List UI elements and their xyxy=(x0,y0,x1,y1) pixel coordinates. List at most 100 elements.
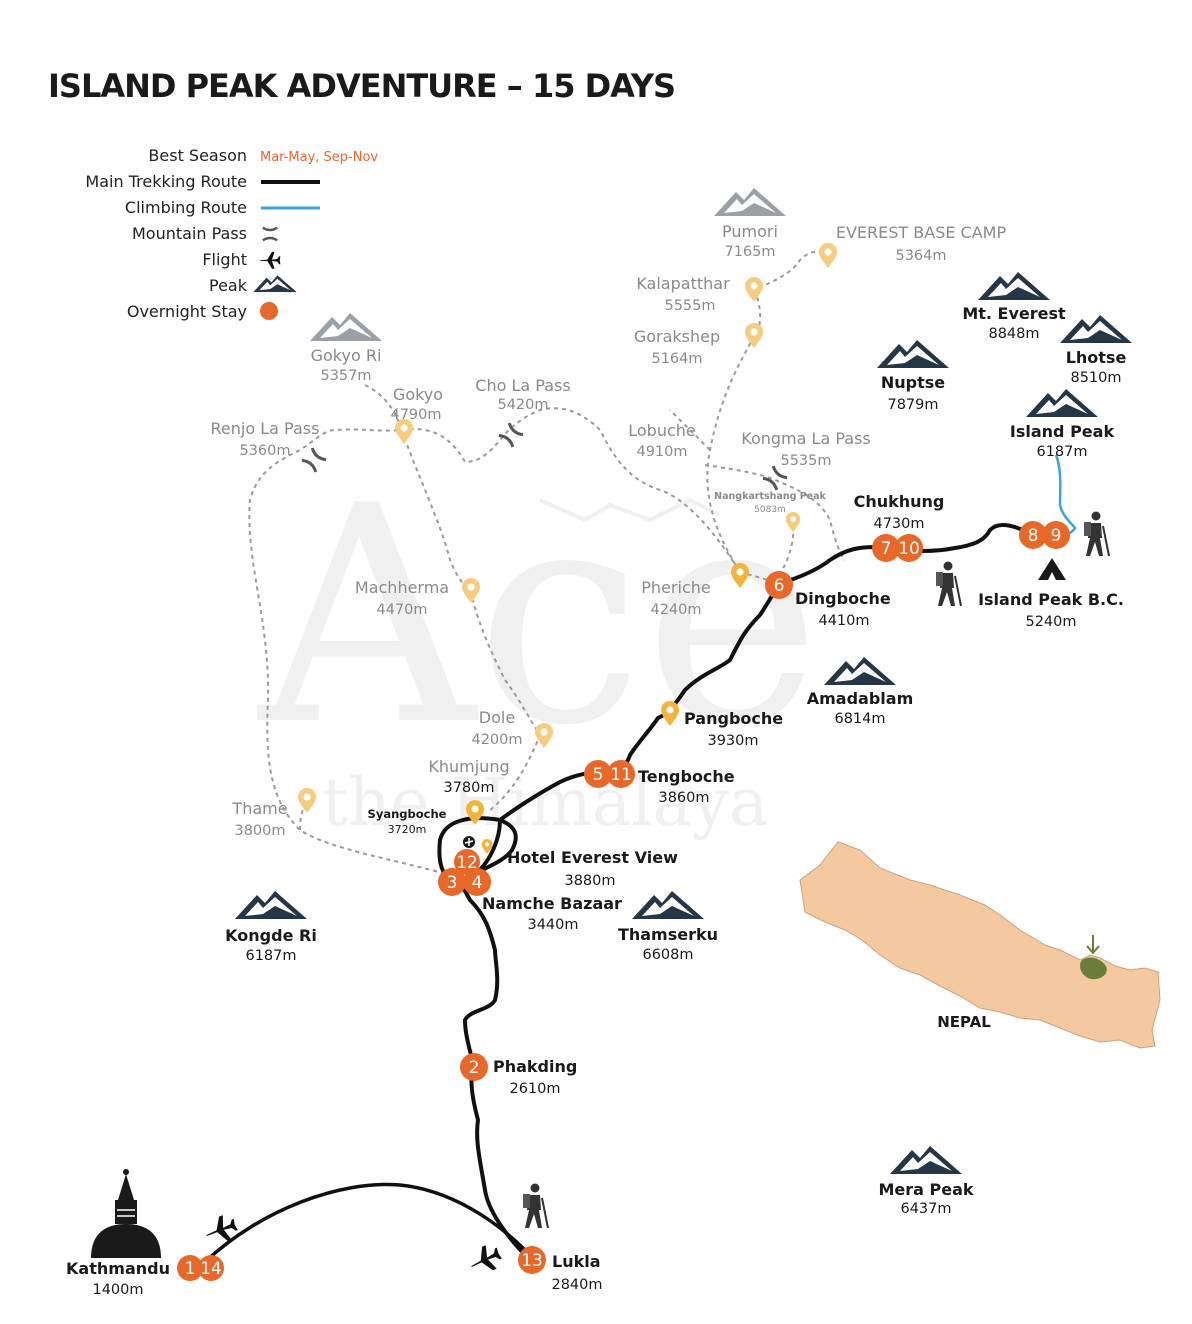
peak-icon-thamserku xyxy=(632,891,704,919)
side-place-labels: Khumjung 3780m Thame 3800m Dole 4200m Ma… xyxy=(211,222,1007,839)
legend-flight-label: Flight xyxy=(202,250,247,269)
badge-day-2: 2 xyxy=(469,1058,480,1078)
badge-day-13: 13 xyxy=(521,1251,543,1271)
alt-syangboche: 3720m xyxy=(388,823,427,836)
alt-kathmandu: 1400m xyxy=(92,1282,143,1298)
label-pheriche: Pheriche xyxy=(641,578,710,597)
legend-pass-label: Mountain Pass xyxy=(132,224,247,243)
label-phakding: Phakding xyxy=(493,1057,577,1076)
label-pangboche: Pangboche xyxy=(684,709,783,728)
label-ebc: EVEREST BASE CAMP xyxy=(836,223,1007,242)
alt-mera: 6437m xyxy=(900,1201,951,1217)
nepal-shape xyxy=(799,841,1161,1049)
flight-route xyxy=(203,1182,527,1264)
badge-day-4: 4 xyxy=(472,873,483,893)
peak-icon-everest xyxy=(978,272,1050,300)
alt-chola: 5420m xyxy=(497,397,548,413)
alt-pheriche: 4240m xyxy=(650,602,701,618)
badge-day-9: 9 xyxy=(1051,526,1062,546)
alt-machherma: 4470m xyxy=(376,602,427,618)
alt-amadablam: 6814m xyxy=(834,711,885,727)
side-route-gokyo-valley xyxy=(401,429,542,811)
alt-khumjung: 3780m xyxy=(443,780,494,796)
alt-ipbc: 5240m xyxy=(1025,614,1076,630)
pin-kalapatthar xyxy=(745,277,763,302)
nepal-inset: NEPAL xyxy=(799,841,1161,1049)
alt-pumori: 7165m xyxy=(724,244,775,260)
peak-icon-mera xyxy=(890,1146,962,1174)
hiker-icon-chukhung xyxy=(935,560,962,607)
peak-icon-lhotse xyxy=(1060,315,1132,343)
pin-ebc xyxy=(819,243,837,268)
plane-icon-outbound xyxy=(202,1212,241,1248)
alt-lobuche: 4910m xyxy=(636,444,687,460)
nepal-label: NEPAL xyxy=(937,1013,991,1031)
alt-kongma: 5535m xyxy=(780,453,831,469)
alt-kongde: 6187m xyxy=(245,948,296,964)
badge-day-5: 5 xyxy=(593,765,604,785)
alt-dingboche: 4410m xyxy=(818,613,869,629)
alt-phakding: 2610m xyxy=(509,1081,560,1097)
alt-namche: 3440m xyxy=(527,917,578,933)
legend-main-route-label: Main Trekking Route xyxy=(85,172,247,191)
peak-labels: Mt. Everest 8848m Lhotse 8510m Nuptse 78… xyxy=(225,304,1126,1217)
label-khumjung: Khumjung xyxy=(428,757,509,776)
badge-day-7: 7 xyxy=(881,539,892,559)
legend-plane-icon xyxy=(260,251,281,269)
region-highlight xyxy=(1080,957,1107,980)
watermark-ridge xyxy=(539,497,721,523)
label-gorakshep: Gorakshep xyxy=(634,327,720,346)
label-ipbc: Island Peak B.C. xyxy=(978,590,1124,609)
legend-pass-icon xyxy=(261,226,279,242)
side-route-nangkartshang xyxy=(774,519,795,583)
badge-day-14: 14 xyxy=(200,1259,222,1279)
peak-icon-gokyo-ri xyxy=(310,313,382,341)
stop-labels: Kathmandu 1400m Lukla 2840m Phakding 261… xyxy=(66,492,1124,1298)
alt-ebc: 5364m xyxy=(895,248,946,264)
hiker-icon-lukla xyxy=(522,1182,549,1229)
badge-day-1: 1 xyxy=(185,1259,196,1279)
region-arrow-icon xyxy=(1086,935,1100,955)
alt-nangkartshang: 5083m xyxy=(754,505,786,515)
label-thame: Thame xyxy=(231,799,287,818)
side-route-ebc xyxy=(706,250,829,573)
legend-peak-icon xyxy=(253,275,297,292)
airport-icon xyxy=(463,836,475,848)
label-lhotse: Lhotse xyxy=(1066,348,1127,367)
alt-pangboche: 3930m xyxy=(707,733,758,749)
side-route-kongma xyxy=(704,464,846,561)
alt-renjo: 5360m xyxy=(239,443,290,459)
badge-day-6: 6 xyxy=(774,576,785,596)
alt-lukla: 2840m xyxy=(551,1277,602,1293)
label-dole: Dole xyxy=(479,708,515,727)
alt-dole: 4200m xyxy=(471,732,522,748)
legend-overnight-label: Overnight Stay xyxy=(127,302,247,321)
stupa-icon xyxy=(91,1169,161,1258)
label-nangkartshang: Nangkartshang Peak xyxy=(714,491,826,502)
label-lobuche: Lobuche xyxy=(628,421,696,440)
legend-season-value: Mar-May, Sep-Nov xyxy=(260,150,378,165)
label-lukla: Lukla xyxy=(552,1252,601,1271)
side-route-lobuche-link xyxy=(669,409,711,451)
badge-day-11: 11 xyxy=(610,765,632,785)
alt-chukhung: 4730m xyxy=(873,516,924,532)
pin-gorakshep xyxy=(745,323,763,348)
label-kathmandu: Kathmandu xyxy=(66,1259,170,1278)
page-title: ISLAND PEAK ADVENTURE – 15 DAYS xyxy=(48,67,675,105)
alt-nuptse: 7879m xyxy=(887,397,938,413)
label-dingboche: Dingboche xyxy=(795,589,891,608)
label-kongma: Kongma La Pass xyxy=(741,429,870,448)
label-tengboche: Tengboche xyxy=(638,767,735,786)
label-gokyo-ri: Gokyo Ri xyxy=(311,346,382,365)
label-gokyo: Gokyo xyxy=(393,385,443,404)
legend: Best Season Mar-May, Sep-Nov Main Trekki… xyxy=(85,146,378,321)
badge-day-3: 3 xyxy=(447,873,458,893)
label-nuptse: Nuptse xyxy=(881,373,945,392)
alt-thame: 3800m xyxy=(234,823,285,839)
label-syangboche: Syangboche xyxy=(368,807,447,821)
legend-season-label: Best Season xyxy=(148,146,247,165)
label-kalapatthar: Kalapatthar xyxy=(636,274,730,293)
label-pumori: Pumori xyxy=(722,222,778,241)
main-trek-route xyxy=(437,523,1035,1262)
